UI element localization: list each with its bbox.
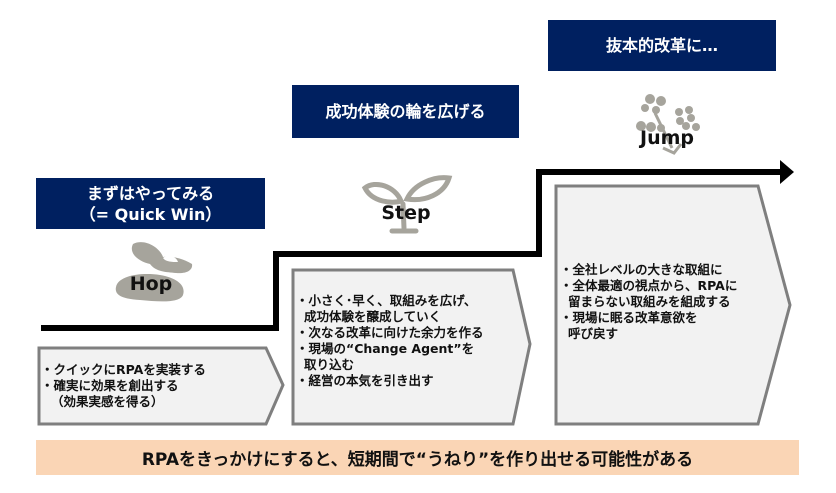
bullet-item: ・次なる改革に向けた余力を作る <box>296 325 484 341</box>
bullet-item: ・経営の本気を引き出す <box>296 373 484 389</box>
bullet-item: ・小さく･早く、取組みを広げ、 成功体験を醸成していく <box>296 293 484 325</box>
bullet-list-jump: ・全社レベルの大きな取組に ・全体最適の視点から、RPAに 留まらない取組みを組… <box>560 262 737 342</box>
stage-header-hop: まずはやってみる （= Quick Win） <box>36 178 265 229</box>
conclusion-text: RPAをきっかけにすると、短期間で“うねり”を作り出せる可能性がある <box>141 450 694 470</box>
stage-header-line: 成功体験の輪を広げる <box>325 102 486 121</box>
stage-label-step: Step <box>381 202 431 224</box>
bullet-list-hop: ・クイックにRPAを実装する ・確実に効果を創出する （効果実感を得る） <box>41 362 206 410</box>
sprout-icon <box>361 175 453 234</box>
conclusion-banner: RPAをきっかけにすると、短期間で“うねり”を作り出せる可能性がある <box>36 440 799 475</box>
stage-label-jump: Jump <box>640 127 694 149</box>
bullet-line: ・次なる改革に向けた余力を作る <box>296 325 484 340</box>
chevron-box-hop <box>37 346 285 426</box>
bullet-item: ・確実に効果を創出する （効果実感を得る） <box>41 378 206 410</box>
bullet-item: ・全社レベルの大きな取組に <box>560 262 737 278</box>
bullet-line: ・確実に効果を創出する <box>41 378 179 393</box>
bullet-line: （効果実感を得る） <box>51 394 164 409</box>
stage-header-jump: 抜本的改革に… <box>548 20 776 71</box>
bullet-item: ・全体最適の視点から、RPAに 留まらない取組みを組成する <box>560 278 737 310</box>
bullet-line: 留まらない取組みを組成する <box>568 294 731 309</box>
stage-label-hop: Hop <box>129 273 173 295</box>
bullet-item: ・クイックにRPAを実装する <box>41 362 206 378</box>
bullet-line: 呼び戻す <box>568 326 619 341</box>
stage-header-line: 抜本的改革に… <box>605 36 718 55</box>
bullet-line: ・現場の“Change Agent”を <box>296 341 475 356</box>
stage-header-line: （= Quick Win） <box>79 204 222 224</box>
bullet-line: ・小さく･早く、取組みを広げ、 <box>296 293 477 308</box>
bullet-line: ・クイックにRPAを実装する <box>41 362 206 377</box>
flower-icon <box>636 94 700 155</box>
bullet-line: 成功体験を醸成していく <box>304 309 442 324</box>
chevron-box-step <box>291 268 532 426</box>
bullet-item: ・現場に眠る改革意欲を 呼び戻す <box>560 310 737 342</box>
bullet-line: ・全体最適の視点から、RPAに <box>560 278 738 293</box>
stage-header-line: まずはやってみる <box>86 183 215 203</box>
staircase-arrowhead-icon <box>780 160 794 184</box>
stage-header-step: 成功体験の輪を広げる <box>292 85 519 138</box>
bullet-line: ・全社レベルの大きな取組に <box>560 262 723 277</box>
bullet-line: 取り込む <box>304 357 355 372</box>
chevron-box-jump <box>554 184 792 426</box>
bullet-line: ・経営の本気を引き出す <box>296 373 434 388</box>
bullet-line: ・現場に眠る改革意欲を <box>560 310 698 325</box>
bullet-item: ・現場の“Change Agent”を 取り込む <box>296 341 484 373</box>
staircase-arrow-line <box>41 169 780 331</box>
bullet-list-step: ・小さく･早く、取組みを広げ、 成功体験を醸成していく ・次なる改革に向けた余力… <box>296 293 484 389</box>
seed-icon <box>115 242 193 302</box>
